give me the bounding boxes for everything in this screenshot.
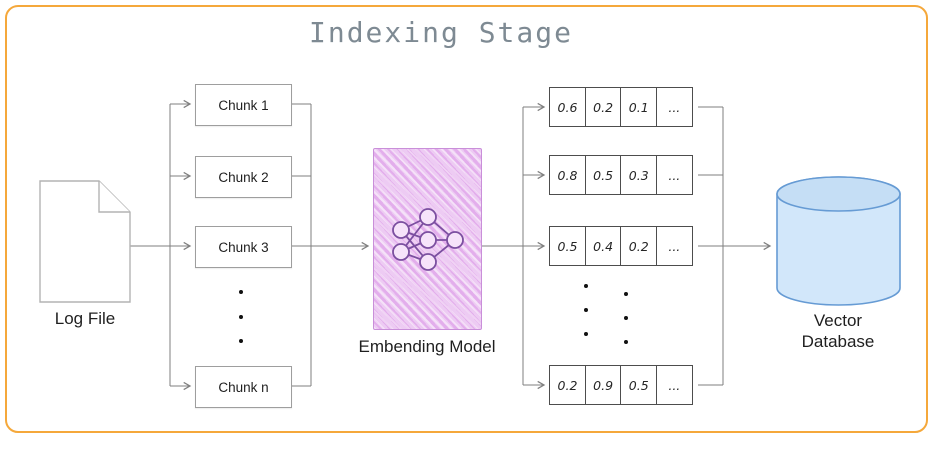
diagram-title: Indexing Stage <box>308 16 573 49</box>
chunk-1-label: Chunk 1 <box>218 97 269 113</box>
vector-cell: ... <box>655 155 693 195</box>
chunks-ellipsis-dot <box>239 290 243 294</box>
vector-cell: 0.9 <box>584 365 622 405</box>
embedding-model-box <box>373 148 482 330</box>
chunk-2-label: Chunk 2 <box>218 169 269 185</box>
vectors-ellipsis-dot <box>624 316 628 320</box>
embedding-model-label: Embending Model <box>358 337 496 356</box>
vector-cell: 0.2 <box>549 365 586 405</box>
vector-cell: 0.1 <box>620 87 658 127</box>
vector-row-2: 0.8 0.5 0.3 ... <box>549 155 693 195</box>
vector-cell: 0.2 <box>584 87 622 127</box>
vector-row-3: 0.5 0.4 0.2 ... <box>549 226 693 266</box>
vector-cell: 0.5 <box>584 155 622 195</box>
log-file-label: Log File <box>54 309 116 328</box>
vector-row-n: 0.2 0.9 0.5 ... <box>549 365 693 405</box>
database-cylinder-icon <box>776 176 901 306</box>
chunk-3-label: Chunk 3 <box>218 239 269 255</box>
neural-network-icon <box>391 208 464 271</box>
vector-cell: ... <box>655 226 693 266</box>
vector-cell: 0.3 <box>620 155 658 195</box>
vector-cell: 0.5 <box>549 226 586 266</box>
vector-row-1: 0.6 0.2 0.1 ... <box>549 87 693 127</box>
chunk-box-n: Chunk n <box>195 366 292 408</box>
chunk-n-label: Chunk n <box>218 379 269 395</box>
chunks-ellipsis-dot <box>239 339 243 343</box>
vectors-ellipsis-dot <box>584 284 588 288</box>
vectors-ellipsis-dot <box>624 340 628 344</box>
vector-database-label: Vector Database <box>801 311 875 352</box>
vectors-ellipsis-dot <box>584 332 588 336</box>
vectors-ellipsis-dot <box>624 292 628 296</box>
vector-cell: 0.4 <box>584 226 622 266</box>
vector-cell: 0.2 <box>620 226 658 266</box>
vector-cell: ... <box>655 365 693 405</box>
vector-cell: ... <box>655 87 693 127</box>
vectors-ellipsis-dot <box>584 308 588 312</box>
vector-cell: 0.6 <box>549 87 586 127</box>
chunk-box-3: Chunk 3 <box>195 226 292 268</box>
vector-cell: 0.5 <box>620 365 658 405</box>
diagram-border-frame <box>5 5 928 433</box>
vector-cell: 0.8 <box>549 155 586 195</box>
chunk-box-1: Chunk 1 <box>195 84 292 126</box>
chunk-box-2: Chunk 2 <box>195 156 292 198</box>
document-icon <box>39 180 131 303</box>
chunks-ellipsis-dot <box>239 315 243 319</box>
